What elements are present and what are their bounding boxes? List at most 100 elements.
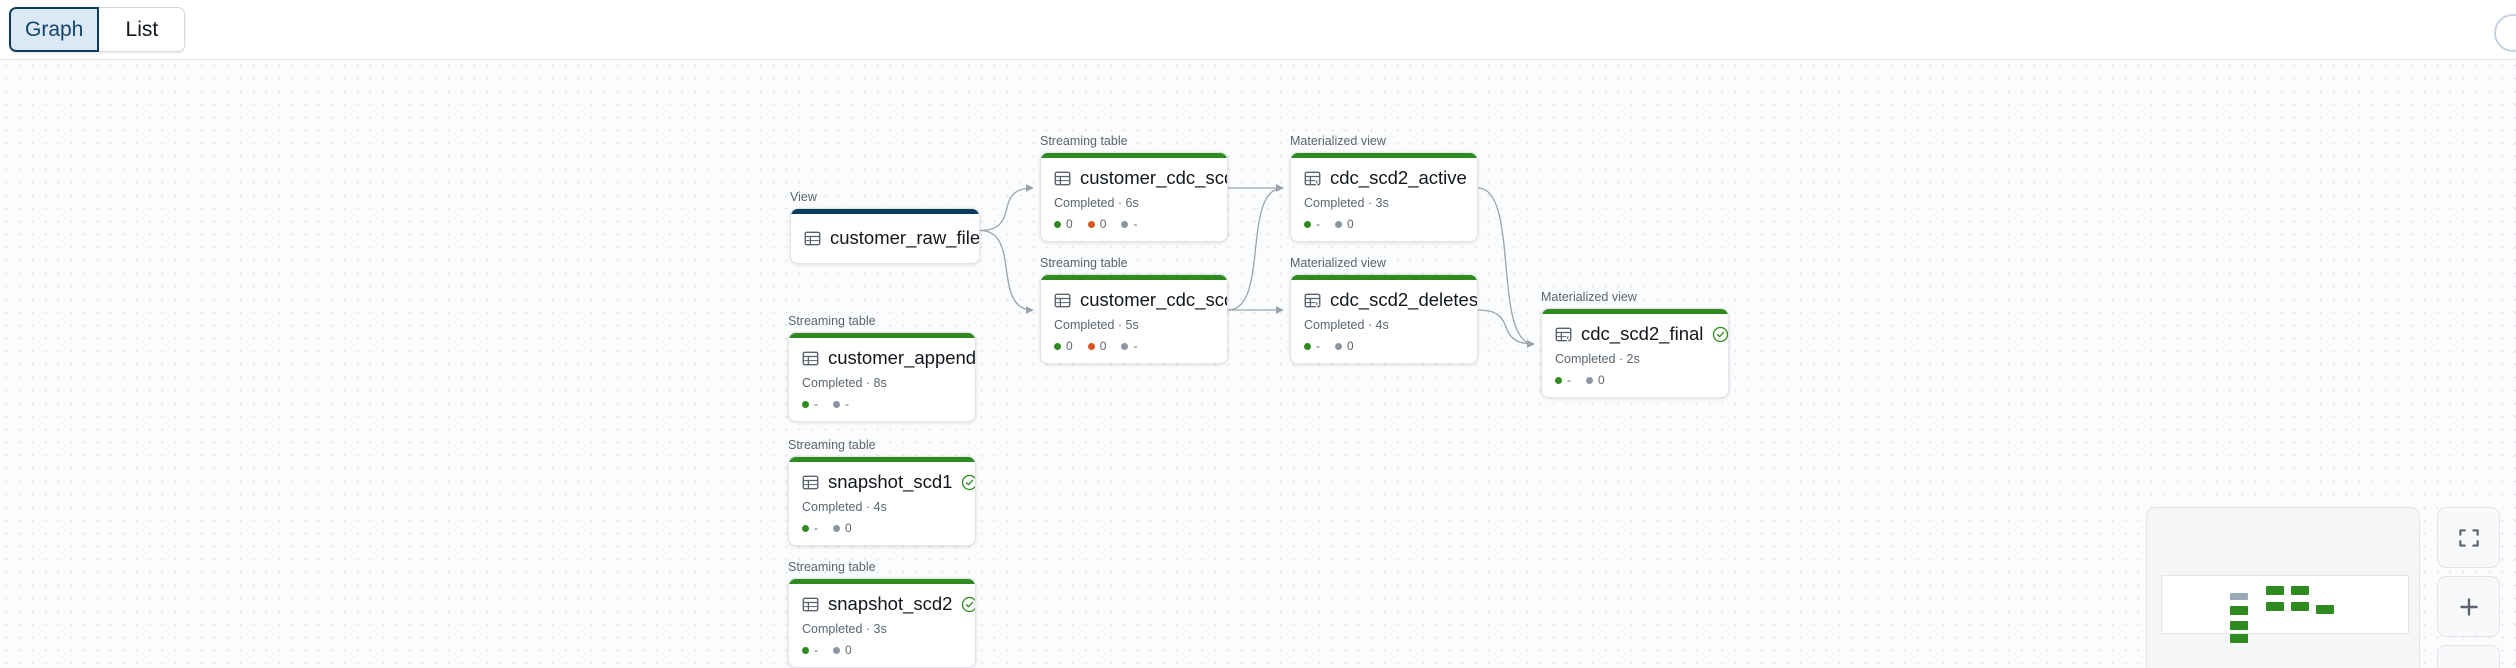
edge-customer-raw-files-to-customer-cdc-scd1 (979, 184, 1034, 232)
streaming-table-icon (802, 596, 819, 613)
node-title: snapshot_scd1 (828, 471, 953, 492)
metric-value: - (814, 521, 818, 535)
canvas-controls (2437, 507, 2500, 668)
status-check-icon (1476, 170, 1477, 187)
metric-value: 0 (1598, 373, 1605, 387)
node-accent-bar (791, 209, 979, 214)
top-right-circle-control[interactable] (2494, 14, 2516, 52)
node-header: cdc_scd2_deletes (1304, 289, 1477, 311)
node-accent-bar (1041, 153, 1227, 158)
edge-customer-cdc-scd2-to-cdc-scd2-active (1227, 184, 1284, 311)
minimap-viewport[interactable] (2161, 575, 2409, 634)
node-header: snapshot_scd2 (802, 593, 975, 615)
status-check-icon (961, 596, 975, 613)
fit-screen-icon (2456, 525, 2482, 551)
materialized-view-icon (1555, 326, 1572, 343)
node-type-label: Streaming table (1040, 134, 1128, 148)
minimap-node (2291, 586, 2309, 595)
metric-value: 0 (845, 643, 852, 657)
metric-value: - (1133, 217, 1138, 231)
metric-dot-gray (1335, 220, 1342, 228)
fit-view-button[interactable] (2437, 507, 2500, 568)
streaming-table-icon (1054, 292, 1071, 309)
metric-dot-green (802, 400, 809, 408)
minimap-node (2230, 593, 2248, 600)
node-status-text: Completed · 4s (802, 500, 887, 514)
minimap-node (2230, 634, 2248, 643)
zoom-out-button[interactable] (2437, 645, 2500, 668)
node-metrics: -0 (1304, 340, 1463, 352)
metric-dot-green (1555, 376, 1562, 384)
graph-node-customer-raw-files[interactable]: customer_raw_files (790, 208, 980, 264)
metric-value: 0 (1347, 217, 1354, 231)
node-title: customer_raw_files (830, 227, 980, 248)
metric-dot-gray (833, 646, 840, 654)
plus-icon (2456, 594, 2482, 620)
node-status-text: Completed · 6s (1054, 196, 1139, 210)
metric-dot-green (1304, 220, 1311, 228)
tab-graph[interactable]: Graph (9, 7, 100, 52)
node-title: cdc_scd2_active (1330, 167, 1467, 188)
status-check-icon (1712, 326, 1728, 343)
metric-value: - (1316, 217, 1320, 231)
edge-layer (979, 184, 1535, 348)
node-header: customer_raw_files (804, 227, 979, 249)
metric-value: 0 (1099, 217, 1107, 231)
metric-value: 0 (1066, 217, 1073, 231)
metric-green: - (1304, 218, 1320, 230)
metric-dot-green (1054, 342, 1061, 350)
node-status-text: Completed · 5s (1054, 318, 1139, 332)
metric-dot-green (1054, 220, 1061, 228)
edge-customer-raw-files-to-customer-cdc-scd2 (979, 229, 1034, 314)
minimap[interactable] (2146, 507, 2420, 668)
metric-gray: 0 (833, 522, 852, 534)
metric-value: - (1316, 339, 1320, 353)
minus-icon (2456, 663, 2482, 668)
node-type-label: View (790, 190, 817, 204)
metric-dot-green (1304, 342, 1311, 350)
node-accent-bar (1542, 309, 1728, 314)
edge-cdc-scd2-active-to-cdc-scd2-final (1477, 187, 1535, 348)
node-accent-bar (1291, 153, 1477, 158)
node-title: cdc_scd2_deletes (1330, 289, 1478, 310)
tab-list[interactable]: List (99, 7, 186, 52)
node-status-text: Completed · 8s (802, 376, 887, 390)
metric-gray: 0 (1335, 218, 1354, 230)
metric-dot-gray (1586, 376, 1593, 384)
node-status-text: Completed · 4s (1304, 318, 1389, 332)
node-metrics: -0 (802, 522, 961, 534)
minimap-node (2266, 602, 2284, 611)
node-type-label: Materialized view (1290, 134, 1386, 148)
metric-dot-green (802, 646, 809, 654)
zoom-in-button[interactable] (2437, 576, 2500, 637)
minimap-node (2316, 605, 2334, 614)
metric-value: - (1567, 373, 1571, 387)
status-check-icon (961, 474, 975, 491)
materialized-view-icon (1304, 170, 1321, 187)
metric-value: 0 (1066, 339, 1073, 353)
node-header: cdc_scd2_active (1304, 167, 1477, 189)
metric-dot-gray (833, 400, 840, 408)
node-type-label: Materialized view (1541, 290, 1637, 304)
node-type-label: Streaming table (788, 560, 876, 574)
metric-gray: - (1121, 218, 1137, 230)
metric-gray: - (1121, 340, 1137, 352)
streaming-table-icon (802, 474, 819, 491)
